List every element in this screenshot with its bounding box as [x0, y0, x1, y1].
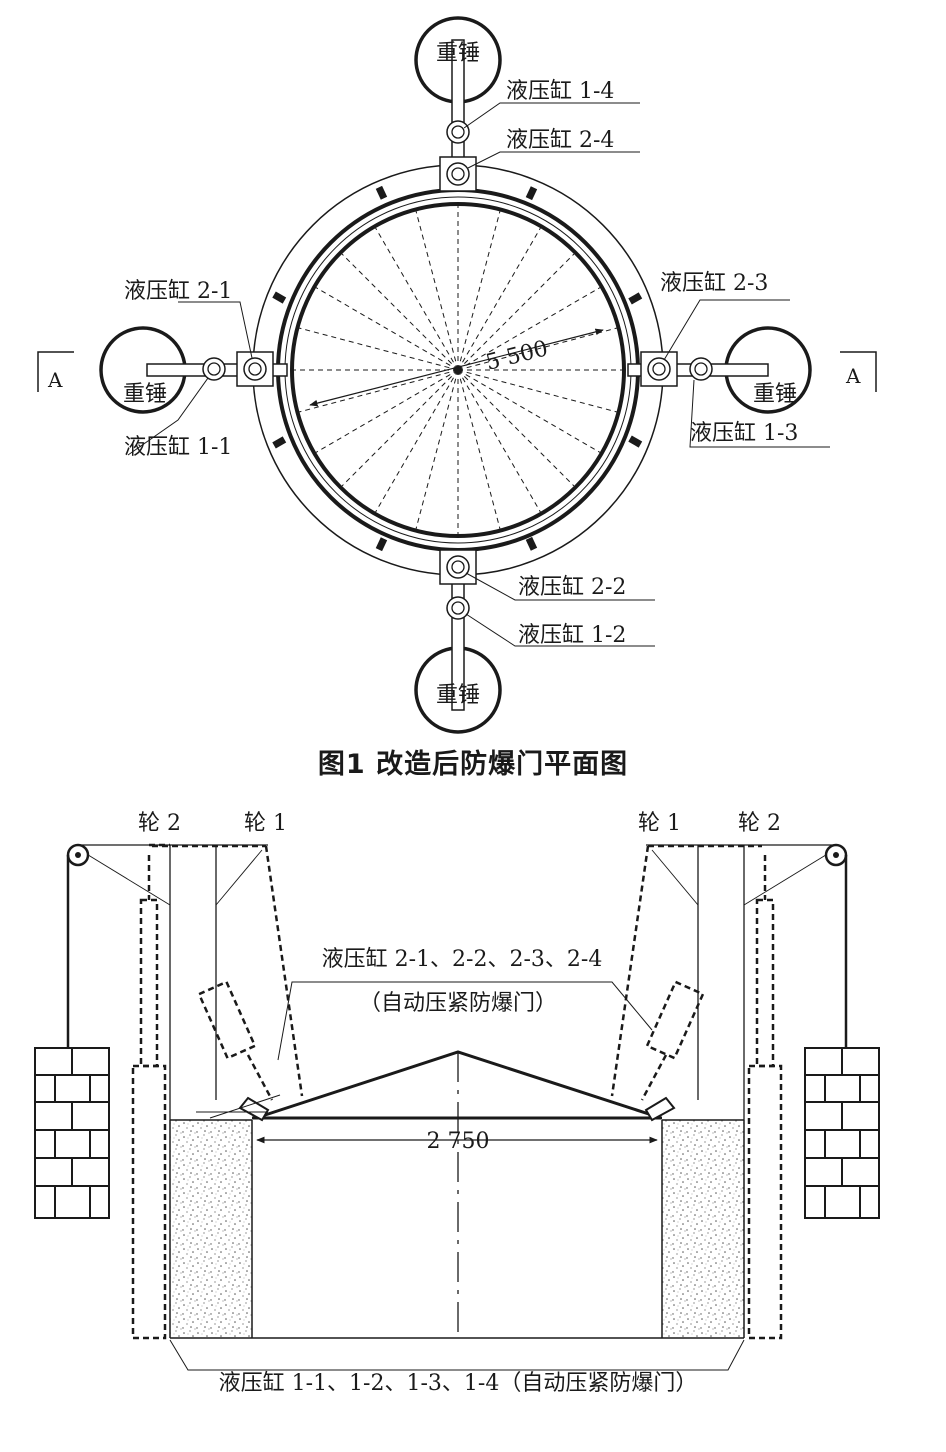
label-cylinder-2-3: 液压缸 2-3: [660, 271, 768, 296]
counterweight-left: [34, 1047, 110, 1219]
plan-view-labels: 重锤 重锤 重锤 重锤 液压缸 1-4 液压缸 2-4 液压缸 2-1 液压缸 …: [47, 41, 861, 708]
label-cylinder-1-2: 液压缸 1-2: [518, 623, 626, 648]
label-group2-line2: （自动压紧防爆门）: [359, 991, 557, 1016]
dimension-line-5500: [309, 328, 604, 407]
plan-view: [37, 16, 877, 734]
section-view-labels: 轮 2 轮 1 轮 1 轮 2 液压缸 2-1、2-2、2-3、2-4 （自动压…: [138, 811, 781, 1396]
leader-group1: [169, 1339, 745, 1371]
weight-label-right: 重锤: [753, 382, 797, 407]
label-wheel1-right: 轮 1: [638, 811, 681, 836]
label-wheel2-right: 轮 2: [738, 811, 781, 836]
weight-label-top: 重锤: [436, 41, 480, 66]
cylinder-group2-right: [640, 980, 705, 1101]
figure-caption: 图1 改造后防爆门平面图: [317, 749, 629, 780]
cylinder-group1-right: [747, 855, 783, 1340]
door-ring-inner: [290, 202, 626, 538]
right-assembly: [627, 299, 830, 448]
label-cylinder-1-1: 液压缸 1-1: [124, 435, 232, 460]
wheel1-right-link: [610, 844, 762, 1097]
weight-label-bottom: 重锤: [436, 683, 480, 708]
label-cylinder-1-4: 液压缸 1-4: [506, 79, 614, 104]
section-mark-left: [37, 351, 74, 392]
wheel1-left-link: [152, 844, 304, 1097]
ring-clamps: [272, 185, 643, 552]
press-head-right: [644, 1096, 676, 1122]
label-cylinder-2-2: 液压缸 2-2: [518, 575, 626, 600]
label-cylinder-2-1: 液压缸 2-1: [124, 279, 232, 304]
cylinder-group2-left: [197, 980, 274, 1101]
dimension-2750: 2 750: [427, 1129, 490, 1154]
section-mark-right: [840, 351, 877, 392]
left-assembly: [99, 301, 288, 456]
section-label-left: A: [47, 368, 63, 392]
label-cylinder-2-4: 液压缸 2-4: [506, 128, 614, 153]
bottom-assembly: [414, 549, 655, 734]
top-assembly: [414, 16, 640, 192]
press-head-left: [238, 1096, 270, 1122]
leader-group2: [277, 981, 653, 1061]
cylinder-group1-left: [131, 843, 170, 1340]
section-label-right: A: [845, 364, 861, 388]
label-group1: 液压缸 1-1、1-2、1-3、1-4（自动压紧防爆门）: [219, 1371, 698, 1396]
weight-label-left: 重锤: [123, 382, 167, 407]
fill-right: [662, 1120, 744, 1338]
counterweight-right: [804, 1047, 880, 1219]
label-wheel1-left: 轮 1: [244, 811, 287, 836]
label-cylinder-1-3: 液压缸 1-3: [690, 421, 798, 446]
label-group2-line1: 液压缸 2-1、2-2、2-3、2-4: [322, 947, 603, 972]
fill-left: [170, 1120, 252, 1338]
label-wheel2-left: 轮 2: [138, 811, 181, 836]
section-view: [34, 843, 880, 1371]
